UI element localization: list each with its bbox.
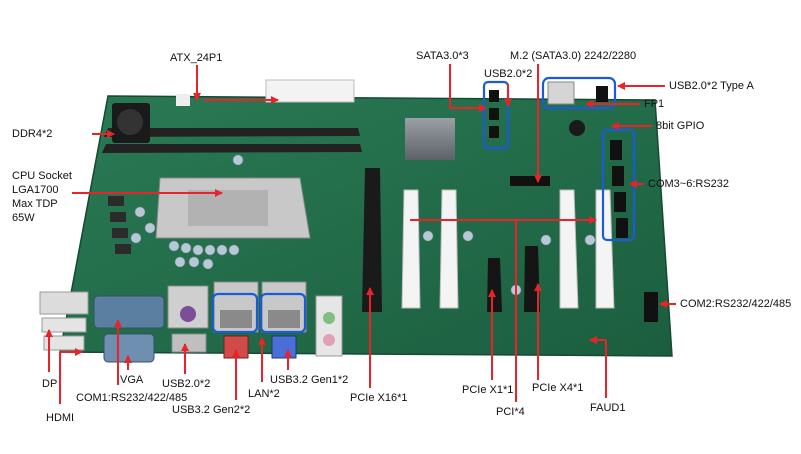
label-fp1: FP1: [644, 98, 665, 110]
label-cpu-4: 65W: [12, 212, 35, 224]
label-pcie4: PCIe X4*1: [532, 382, 584, 394]
label-cpu-3: Max TDP: [12, 198, 58, 210]
label-com1: COM1:RS232/422/485: [76, 392, 188, 404]
label-cpu-2: LGA1700: [12, 184, 59, 196]
usb2-header: [596, 86, 608, 102]
label-usb32g2: USB3.2 Gen2*2: [172, 404, 251, 416]
atx-power-connector: [176, 79, 355, 106]
label-pcie16: PCIe X16*1: [350, 392, 408, 404]
label-sata: SATA3.0*3: [416, 50, 469, 62]
label-pcie1: PCIe X1*1: [462, 384, 514, 396]
vrm-chokes: [108, 196, 131, 254]
m2-slot: [510, 176, 550, 186]
label-usb20-top: USB2.0*2: [484, 68, 533, 80]
buzzer: [569, 120, 585, 136]
label-usb32g1: USB3.2 Gen1*2: [270, 374, 349, 386]
sata-highlight-box: [482, 80, 510, 150]
label-atx-24p1: ATX_24P1: [170, 52, 223, 64]
label-com2: COM2:RS232/422/485: [680, 298, 792, 310]
label-com36: COM3~6:RS232: [648, 178, 730, 190]
com-headers: [610, 140, 628, 238]
lan2-highlight-box: [259, 292, 307, 334]
label-usb20-rear: USB2.0*2: [162, 378, 211, 390]
cpu-socket: [155, 177, 311, 239]
pcie-x4-slot: [524, 246, 540, 312]
label-lan: LAN*2: [248, 388, 280, 400]
label-usb20-typea: USB2.0*2 Type A: [669, 80, 754, 92]
label-hdmi: HDMI: [46, 412, 75, 424]
usb-highlight-box: [541, 76, 617, 110]
com2-header: [644, 292, 658, 322]
pcie-x1-slot: [487, 258, 502, 312]
lan1-highlight-box: [211, 292, 259, 334]
label-faud: FAUD1: [590, 402, 626, 414]
pcie-x16-slot: [362, 168, 382, 312]
label-pci: PCI*4: [496, 406, 525, 418]
label-vga: VGA: [120, 374, 144, 386]
label-gpio: 8bit GPIO: [656, 120, 705, 132]
label-m2: M.2 (SATA3.0) 2242/2280: [510, 50, 637, 62]
ddr4-slots: [102, 103, 362, 153]
sata-connectors: [489, 90, 499, 138]
label-dp: DP: [42, 378, 58, 390]
chipset-heatsink: [405, 118, 455, 160]
label-cpu-1: CPU Socket: [12, 170, 72, 182]
usb2-type-a-port: [547, 81, 575, 105]
callout-arrows: [45, 64, 676, 404]
label-ddr4: DDR4*2: [12, 128, 53, 140]
